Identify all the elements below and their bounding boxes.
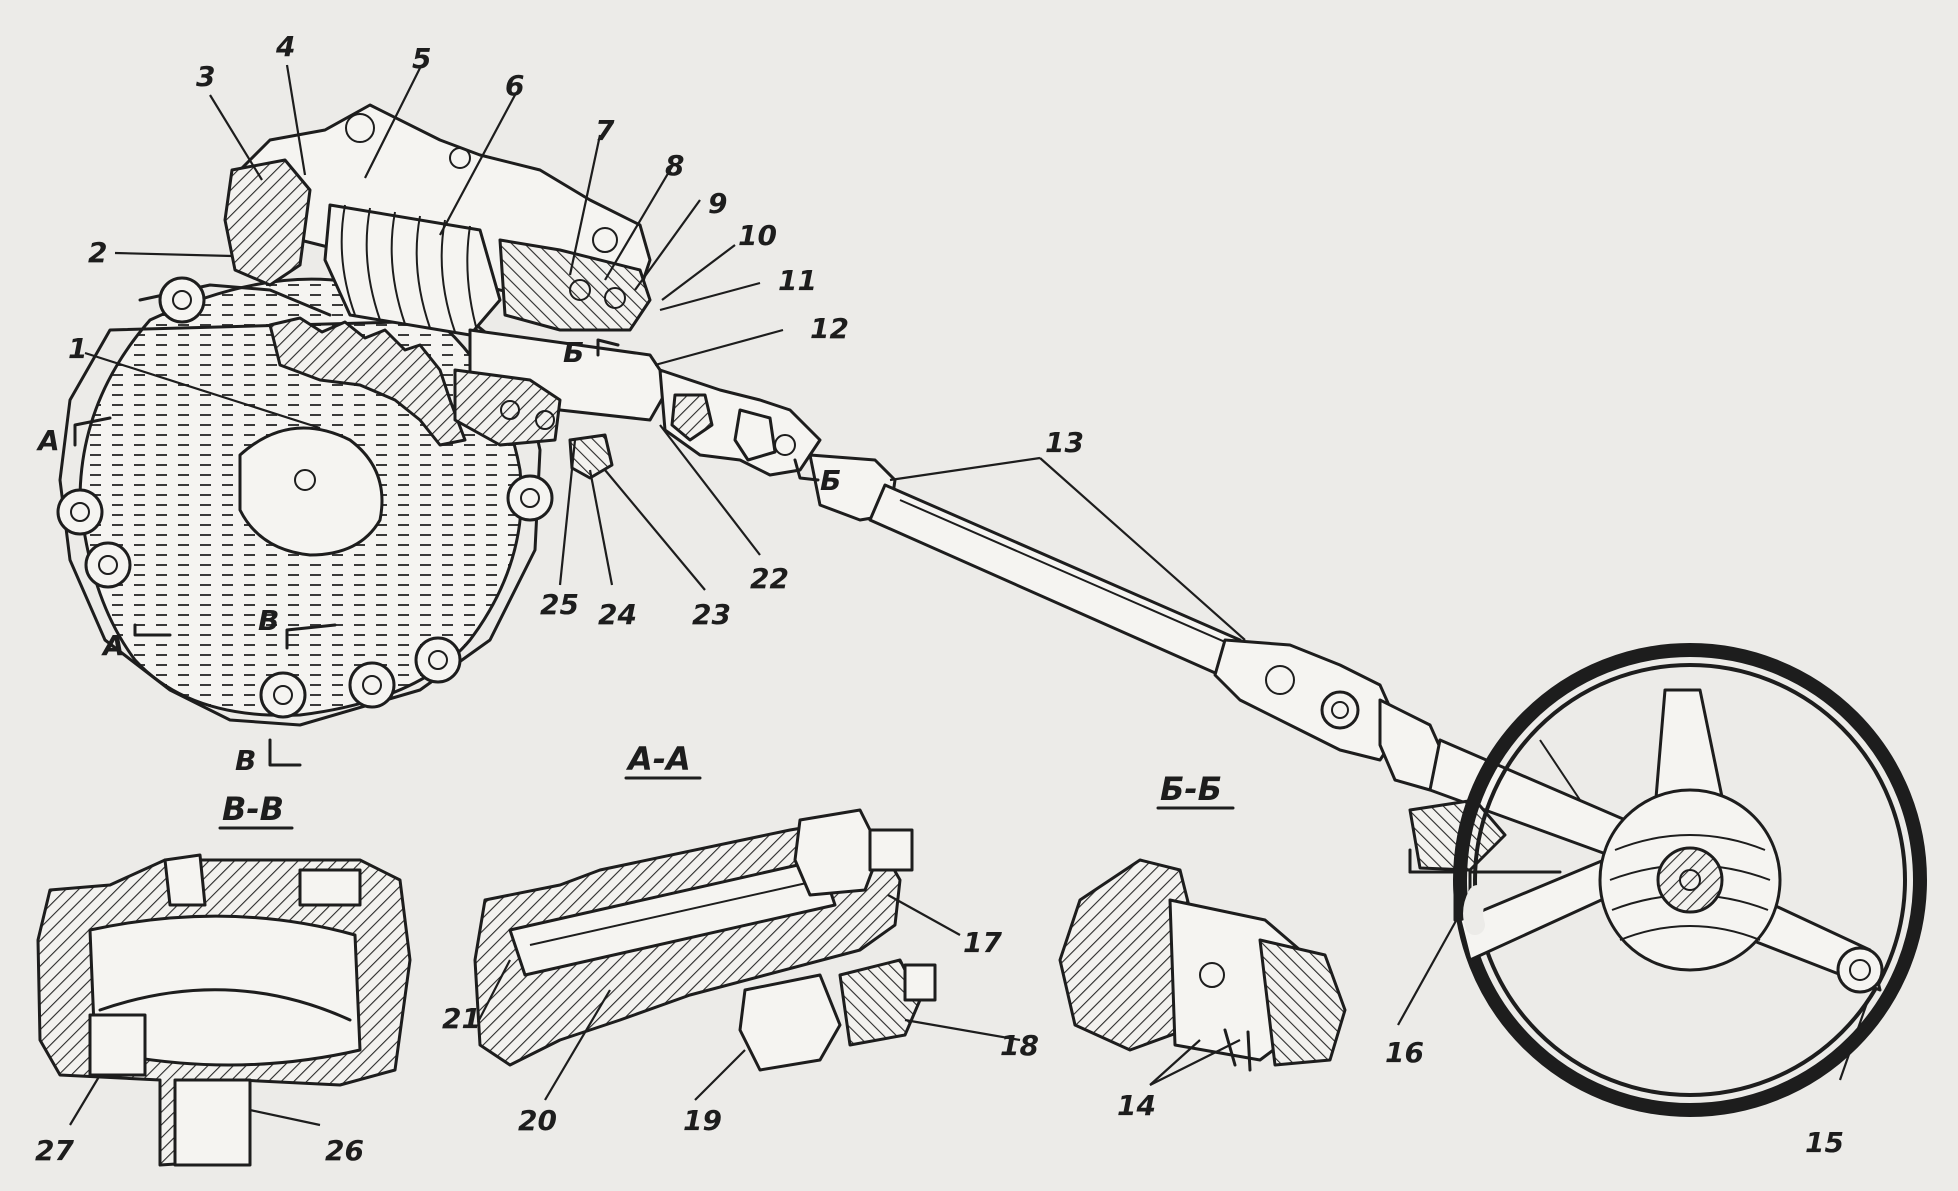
callout-26: 26 bbox=[325, 1134, 364, 1167]
callout-2: 2 bbox=[88, 236, 107, 269]
callout-16: 16 bbox=[1385, 1036, 1424, 1069]
section-mark-a-lower: А bbox=[101, 629, 125, 662]
cover-bolts bbox=[56, 276, 554, 719]
section-mark-v-upper: В bbox=[258, 604, 279, 637]
section-b-b bbox=[1058, 858, 1347, 1072]
callout-11: 11 bbox=[778, 264, 817, 297]
lower-bearing bbox=[453, 368, 562, 447]
callout-10: 10 bbox=[738, 219, 777, 252]
callout-20: 20 bbox=[518, 1104, 557, 1137]
callout-21: 21 bbox=[442, 1002, 481, 1035]
callout-4: 4 bbox=[275, 30, 295, 63]
stud-19 bbox=[738, 973, 842, 1072]
steering-gear-assembly bbox=[56, 103, 672, 727]
section-markers: А А Б Б В В bbox=[36, 336, 841, 777]
callout-8: 8 bbox=[665, 149, 684, 182]
section-a-a bbox=[473, 808, 937, 1072]
callout-14: 14 bbox=[1117, 1089, 1156, 1122]
bolt-21 bbox=[508, 858, 837, 977]
callout-23: 23 bbox=[692, 598, 731, 631]
section-titles: В-В А-А Б-Б bbox=[218, 740, 1235, 830]
callout-13: 13 bbox=[1045, 426, 1084, 459]
callout-3: 3 bbox=[196, 60, 215, 93]
callout-labels: 1 2 3 4 5 6 7 8 9 10 11 12 13 14 15 16 1… bbox=[35, 30, 1844, 1167]
leader-lines bbox=[69, 64, 1870, 1127]
section-v-v bbox=[36, 853, 412, 1167]
plug-27 bbox=[88, 1013, 147, 1077]
callout-7: 7 bbox=[595, 114, 615, 147]
callout-5: 5 bbox=[412, 42, 431, 75]
horn-button bbox=[1656, 846, 1724, 914]
section-mark-a-upper: А bbox=[36, 424, 60, 457]
sector-shaft-hub bbox=[238, 426, 384, 557]
lower-cardan-joint bbox=[1213, 638, 1402, 762]
callout-9: 9 bbox=[708, 187, 727, 220]
section-mark-b-lower: Б bbox=[820, 464, 841, 497]
nut-18 bbox=[838, 958, 922, 1047]
section-title-bb: Б-Б bbox=[1160, 770, 1222, 808]
adjusting-nut bbox=[223, 158, 312, 287]
callout-25: 25 bbox=[540, 588, 579, 621]
callout-6: 6 bbox=[505, 69, 524, 102]
section-mark-v-lower: В bbox=[235, 744, 256, 777]
gear-sector bbox=[268, 316, 467, 447]
callout-18: 18 bbox=[1000, 1029, 1039, 1062]
steering-wheel bbox=[1453, 643, 1927, 1117]
callout-22: 22 bbox=[750, 562, 789, 595]
section-title-aa: А-А bbox=[625, 740, 691, 778]
callout-12: 12 bbox=[810, 312, 849, 345]
callout-19: 19 bbox=[683, 1104, 722, 1137]
section-mark-b-upper: Б bbox=[563, 336, 584, 369]
nut-17 bbox=[793, 808, 882, 897]
callout-24: 24 bbox=[598, 598, 637, 631]
plug-26 bbox=[173, 1078, 252, 1167]
callout-17: 17 bbox=[963, 926, 1002, 959]
section-title-vv: В-В bbox=[222, 790, 284, 828]
steering-shaft-tube bbox=[868, 483, 1242, 678]
callout-27: 27 bbox=[35, 1134, 74, 1167]
callout-1: 1 bbox=[68, 332, 87, 365]
callout-15: 15 bbox=[1805, 1126, 1844, 1159]
